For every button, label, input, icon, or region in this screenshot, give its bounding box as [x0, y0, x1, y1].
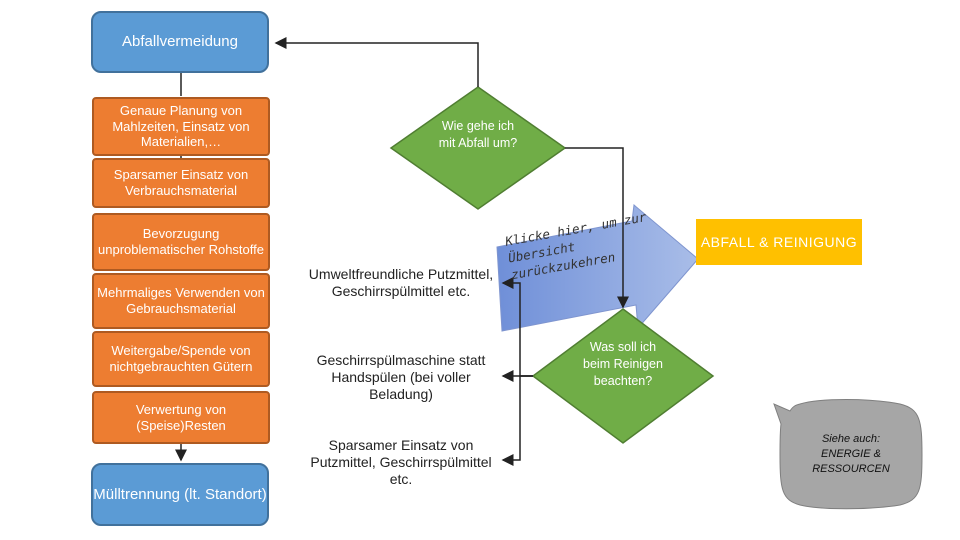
- decision-cleaning-text: Was soll ich beim Reinigen beachten?: [583, 340, 663, 388]
- title-box: ABFALL & REINIGUNG: [696, 219, 862, 265]
- left-item-donation-label: Weitergabe/Spende von nichtgebrauchten G…: [109, 343, 253, 374]
- callout-label: Siehe auch: ENERGIE & RESSOURCEN: [812, 433, 890, 475]
- overview-arrow-shape[interactable]: [496, 204, 699, 332]
- left-item-raw-materials-label: Bevorzugung unproblematischer Rohstoffe: [98, 226, 264, 257]
- cleaning-item-dishwasher: Geschirrspülmaschine statt Handspülen (b…: [306, 335, 496, 420]
- left-item-planning: Genaue Planung von Mahlzeiten, Einsatz v…: [92, 97, 270, 156]
- connector-to-clean-3: [501, 375, 533, 466]
- connector-to-abfallvermeidung: [274, 37, 479, 87]
- left-item-raw-materials: Bevorzugung unproblematischer Rohstoffe: [92, 213, 270, 271]
- cleaning-item-sparing-use: Sparsamer Einsatz von Putzmittel, Geschi…: [306, 420, 496, 505]
- connector-to-cleaning-decision: [565, 147, 629, 309]
- cleaning-item-eco-detergents-label: Umweltfreundliche Putzmittel, Geschirrsp…: [308, 265, 494, 299]
- left-item-reuse: Mehrmaliges Verwenden von Gebrauchsmater…: [92, 273, 270, 329]
- abfallvermeidung-box[interactable]: Abfallvermeidung: [91, 11, 269, 73]
- left-item-consumables-label: Sparsamer Einsatz von Verbrauchsmaterial: [113, 167, 249, 198]
- title-label: ABFALL & REINIGUNG: [700, 233, 858, 250]
- muelltrennung-label: Mülltrennung (lt. Standort): [93, 485, 267, 503]
- callout-bubble[interactable]: [773, 399, 923, 510]
- left-item-consumables: Sparsamer Einsatz von Verbrauchsmaterial: [92, 158, 270, 208]
- decision-diamond-waste: [389, 86, 567, 210]
- decision-diamond-cleaning: [531, 308, 715, 444]
- left-item-reuse-label: Mehrmaliges Verwenden von Gebrauchsmater…: [97, 285, 265, 316]
- decision-waste-label: Wie gehe ich mit Abfall um?: [438, 118, 518, 152]
- muelltrennung-box[interactable]: Mülltrennung (lt. Standort): [91, 463, 269, 526]
- left-item-donation: Weitergabe/Spende von nichtgebrauchten G…: [92, 331, 270, 387]
- decision-cleaning-label: Was soll ich beim Reinigen beachten?: [578, 339, 668, 390]
- decision-waste-text: Wie gehe ich mit Abfall um?: [438, 119, 518, 150]
- left-item-leftovers: Verwertung von (Speise)Resten: [92, 391, 270, 444]
- callout-text[interactable]: Siehe auch: ENERGIE & RESSOURCEN: [796, 432, 906, 477]
- left-item-planning-label: Genaue Planung von Mahlzeiten, Einsatz v…: [112, 103, 250, 150]
- cleaning-item-sparing-use-label: Sparsamer Einsatz von Putzmittel, Geschi…: [310, 437, 492, 487]
- cleaning-item-eco-detergents: Umweltfreundliche Putzmittel, Geschirrsp…: [306, 240, 496, 325]
- left-item-leftovers-label: Verwertung von (Speise)Resten: [135, 401, 227, 433]
- cleaning-item-dishwasher-label: Geschirrspülmaschine statt Handspülen (b…: [316, 352, 486, 402]
- abfallvermeidung-label: Abfallvermeidung: [122, 33, 238, 50]
